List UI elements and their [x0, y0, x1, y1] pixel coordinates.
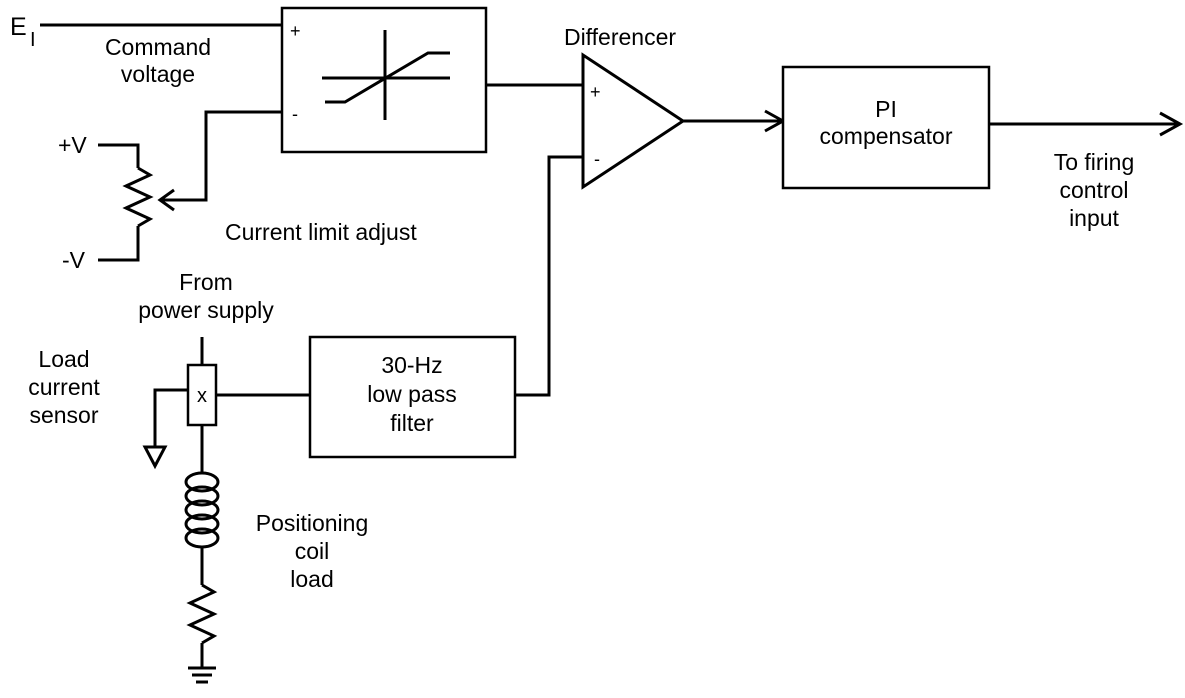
feedback-wire: [515, 155, 583, 397]
wiper-wire: [160, 110, 282, 202]
positioning-coil-icon: [184, 471, 220, 549]
load-resistor: [186, 583, 218, 645]
sensor-mark: x: [197, 385, 207, 407]
power-supply-label-2: power supply: [138, 297, 274, 323]
sensor-ground-wire: [153, 388, 188, 447]
limiter-minus-sign: -: [292, 104, 298, 124]
firing-label-1: To firing: [1054, 149, 1135, 175]
filter-label-3: filter: [390, 410, 434, 436]
command-voltage-label-2: voltage: [121, 61, 195, 87]
command-voltage-label-1: Command: [105, 34, 211, 60]
filter-label-2: low pass: [367, 381, 456, 407]
pi-label-1: PI: [875, 96, 897, 122]
differencer-amplifier: [581, 52, 686, 190]
low-pass-filter-block: [308, 335, 517, 459]
pi-label-2: compensator: [820, 123, 953, 149]
power-supply-label-1: From: [179, 269, 233, 295]
coil-label-3: load: [290, 566, 333, 592]
amp-plus-sign: +: [590, 82, 601, 102]
plus-v-label: +V: [58, 132, 87, 158]
differencer-label: Differencer: [564, 24, 676, 50]
minus-v-wire: [98, 226, 140, 262]
plus-v-wire: [98, 143, 140, 168]
coil-label-1: Positioning: [256, 510, 369, 536]
current-limit-adjust-label: Current limit adjust: [225, 219, 417, 245]
firing-label-2: control: [1059, 177, 1128, 203]
e-subscript: I: [30, 29, 36, 51]
sensor-label-1: Load: [38, 346, 89, 372]
output-arrow-icon: [1159, 111, 1184, 137]
e-symbol: E: [10, 13, 27, 41]
potentiometer-resistor: [122, 166, 154, 228]
filter-label-1: 30-Hz: [381, 352, 442, 378]
minus-v-label: -V: [62, 247, 86, 273]
limiter-plus-sign: +: [290, 21, 301, 41]
pi-compensator-block: [781, 65, 991, 190]
earth-ground-icon: [188, 666, 216, 684]
firing-label-3: input: [1069, 205, 1119, 231]
amp-minus-sign: -: [594, 149, 600, 169]
coil-label-2: coil: [295, 538, 330, 564]
sensor-label-3: sensor: [29, 402, 98, 428]
limiter-characteristic-icon: [322, 30, 450, 120]
wiper-arrow-icon: [157, 188, 175, 212]
sensor-label-2: current: [28, 374, 100, 400]
sensor-ground-icon: [142, 445, 168, 470]
